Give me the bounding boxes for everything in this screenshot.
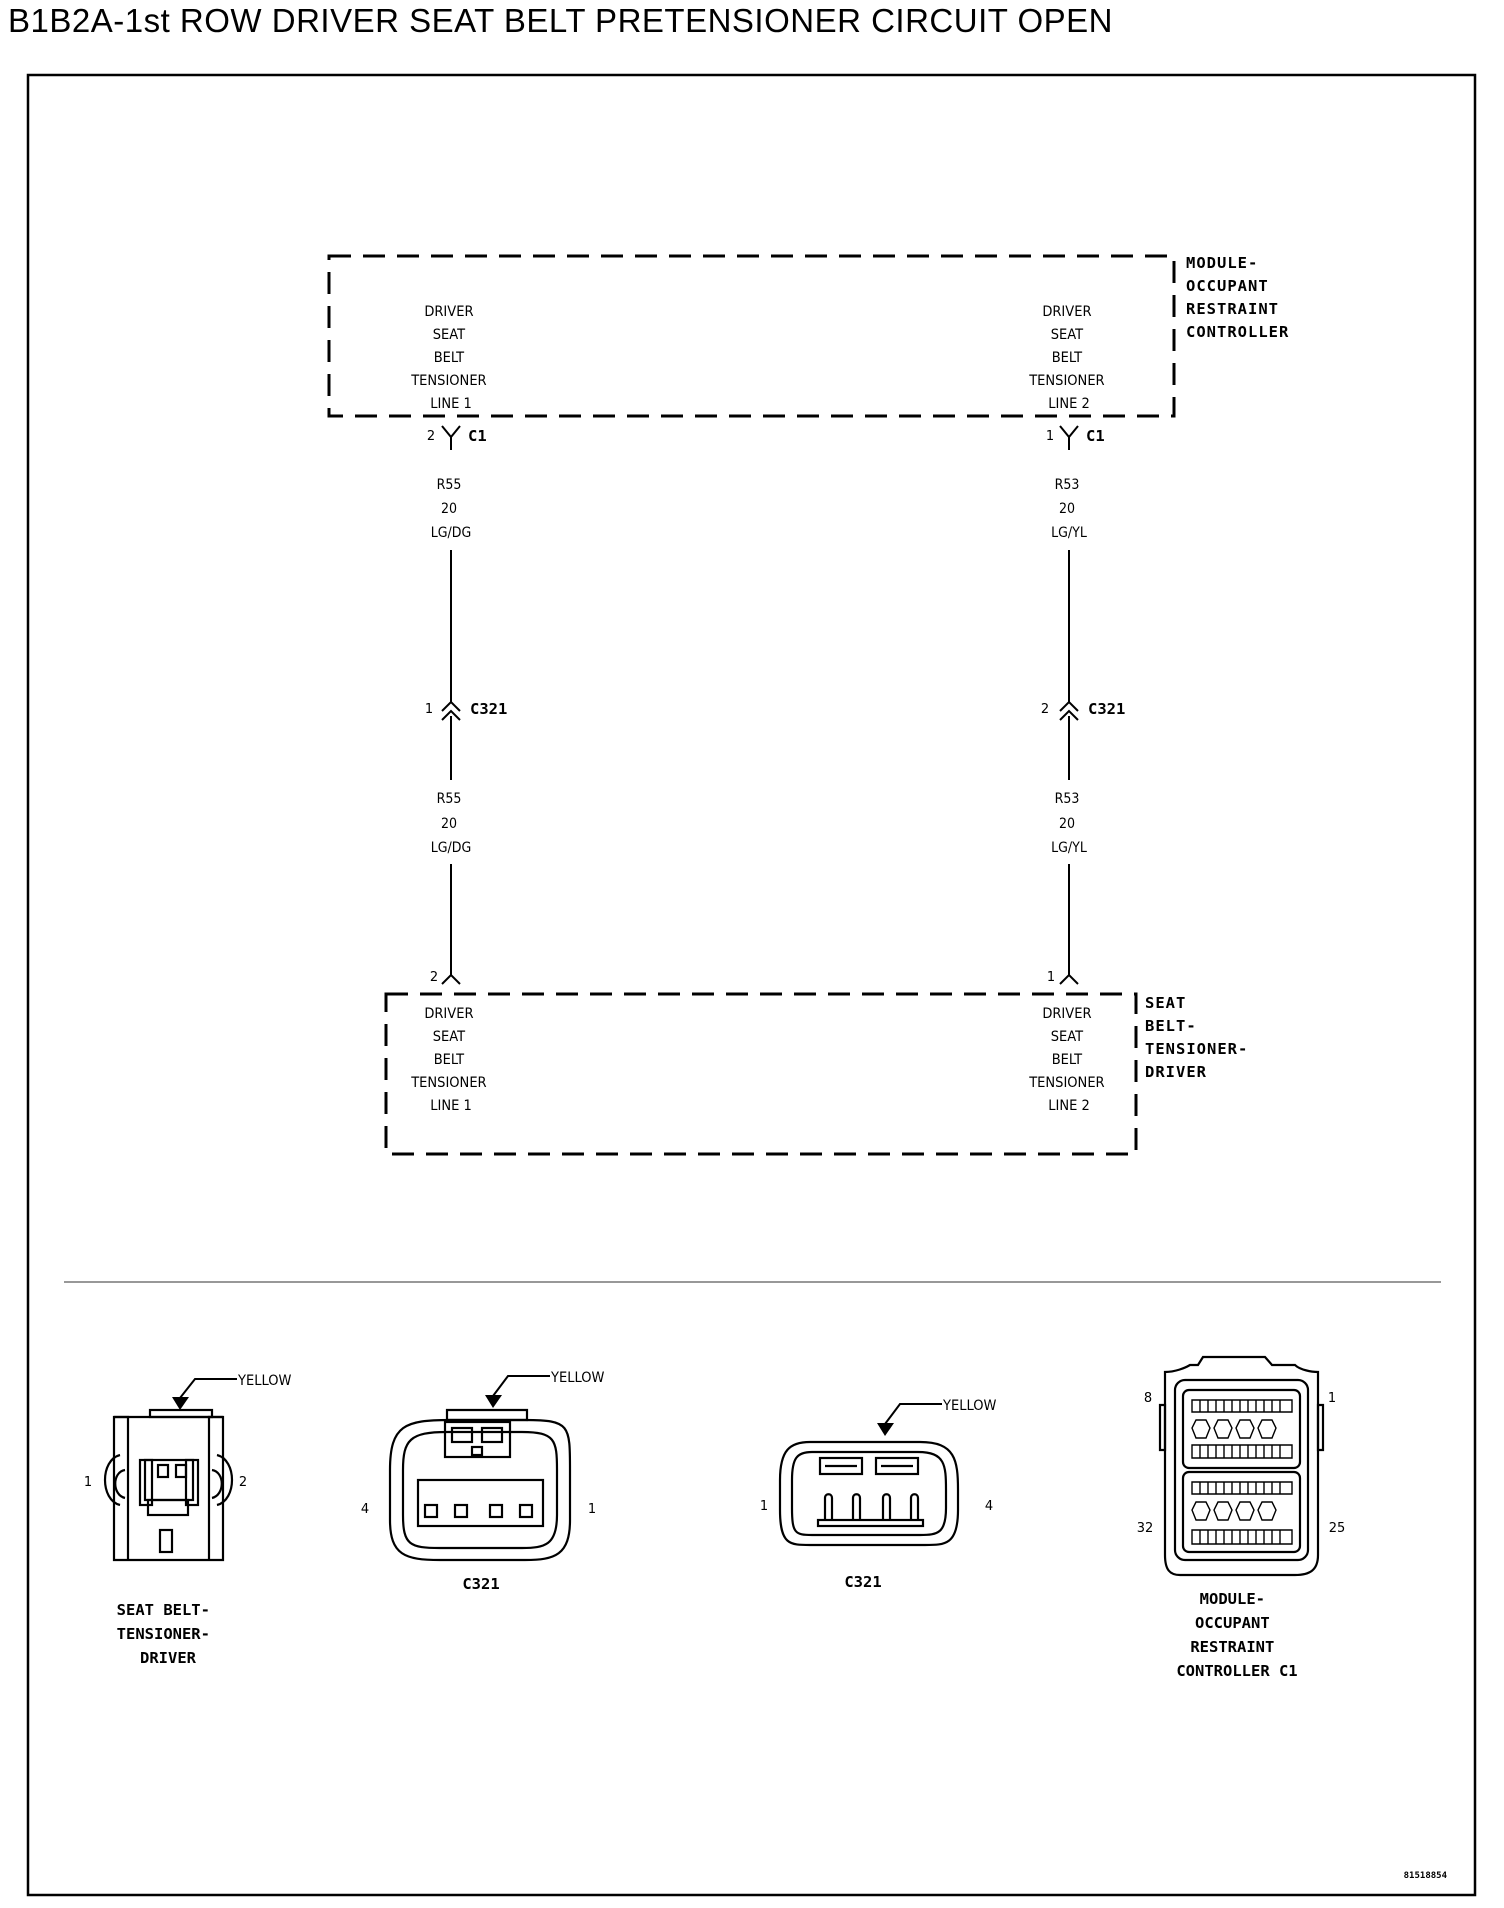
svg-text:R53 20 LG/YL: R53 20 LG/YL	[1051, 477, 1087, 541]
svg-text:2: 2	[1041, 702, 1049, 717]
svg-text:YELLOW: YELLOW	[942, 1398, 996, 1414]
svg-text:C1: C1	[468, 427, 487, 445]
connector-view-c321-a: YELLOW 4 1 C321	[361, 1370, 605, 1593]
seat-belt-tensioner-driver: SEAT BELT- TENSIONER- DRIVER DRIVER SEAT…	[384, 992, 1259, 1156]
svg-text:C321: C321	[1088, 700, 1125, 718]
svg-text:1: 1	[425, 702, 433, 717]
svg-text:1: 1	[84, 1475, 92, 1490]
tensioner-line1-label: DRIVER SEAT BELT TENSIONER LINE 1	[410, 1006, 491, 1114]
svg-text:1: 1	[1046, 429, 1054, 444]
svg-text:R55 20 LG/DG: R55 20 LG/DG	[431, 791, 471, 856]
svg-text:SEAT BELT- TENSIONER-: SEAT BELT- TENSIONER- DRIVER	[117, 1601, 220, 1667]
svg-text:2: 2	[430, 970, 438, 985]
svg-text:YELLOW: YELLOW	[550, 1370, 604, 1386]
diagram-frame	[26, 73, 1477, 1897]
circuit-line-1: 2 C1 R55 20 LG/DG 1 C321 R55 20 LG/DG 2	[425, 425, 507, 985]
orc-line1-label: DRIVER SEAT BELT TENSIONER LINE 1	[410, 304, 491, 412]
svg-text:SEAT BELT- TENSION: SEAT BELT- TENSIONER- DRIVER	[1145, 994, 1259, 1081]
svg-text:R53 20 LG/YL: R53 20 LG/YL	[1051, 791, 1087, 856]
svg-text:C321: C321	[844, 1573, 881, 1591]
svg-text:C321: C321	[462, 1575, 499, 1593]
svg-text:MODULE- OCCUPANT R: MODULE- OCCUPANT RESTRAINT CONTROLLER	[1186, 254, 1289, 341]
svg-text:R55 20 LG/DG: R55 20 LG/DG	[431, 477, 471, 541]
tensioner-line2-label: DRIVER SEAT BELT TENSIONER LINE 2	[1028, 1006, 1109, 1114]
connector-view-orc-c1: 8 1 32 25 MODULE- OCCUPANT RESTRAINT CON…	[1137, 1355, 1346, 1680]
svg-text:4: 4	[985, 1499, 993, 1514]
svg-text:YELLOW: YELLOW	[237, 1373, 291, 1389]
connector-view-c321-b: YELLOW 1 4 C321	[760, 1398, 997, 1591]
module-occupant-restraint-controller: MODULE- OCCUPANT RESTRAINT CONTROLLER DR…	[327, 254, 1289, 418]
svg-text:C1: C1	[1086, 427, 1105, 445]
svg-text:C321: C321	[470, 700, 507, 718]
connector-view-tensioner: YELLOW 1 2 SEAT BELT- TENSIONER- DRIVER	[84, 1373, 292, 1667]
svg-text:1: 1	[1047, 970, 1055, 985]
svg-text:4: 4	[361, 1502, 369, 1517]
svg-text:1: 1	[760, 1499, 768, 1514]
svg-text:1: 1	[1328, 1391, 1336, 1406]
circuit-line-2: 1 C1 R53 20 LG/YL 2 C321 R53 20 LG/YL 1	[1041, 425, 1125, 985]
orc-line2-label: DRIVER SEAT BELT TENSIONER LINE 2	[1028, 304, 1109, 412]
svg-text:2: 2	[427, 429, 435, 444]
svg-text:MODULE- OCCUPANT R: MODULE- OCCUPANT RESTRAINT CONTROLLER C1	[1176, 1590, 1297, 1680]
svg-text:2: 2	[239, 1475, 247, 1490]
svg-text:32: 32	[1137, 1521, 1154, 1536]
figure-id: 81518854	[1404, 1871, 1448, 1881]
svg-text:25: 25	[1329, 1521, 1346, 1536]
svg-text:8: 8	[1144, 1391, 1152, 1406]
svg-text:1: 1	[588, 1502, 596, 1517]
page-title: B1B2A-1st ROW DRIVER SEAT BELT PRETENSIO…	[8, 2, 1114, 39]
